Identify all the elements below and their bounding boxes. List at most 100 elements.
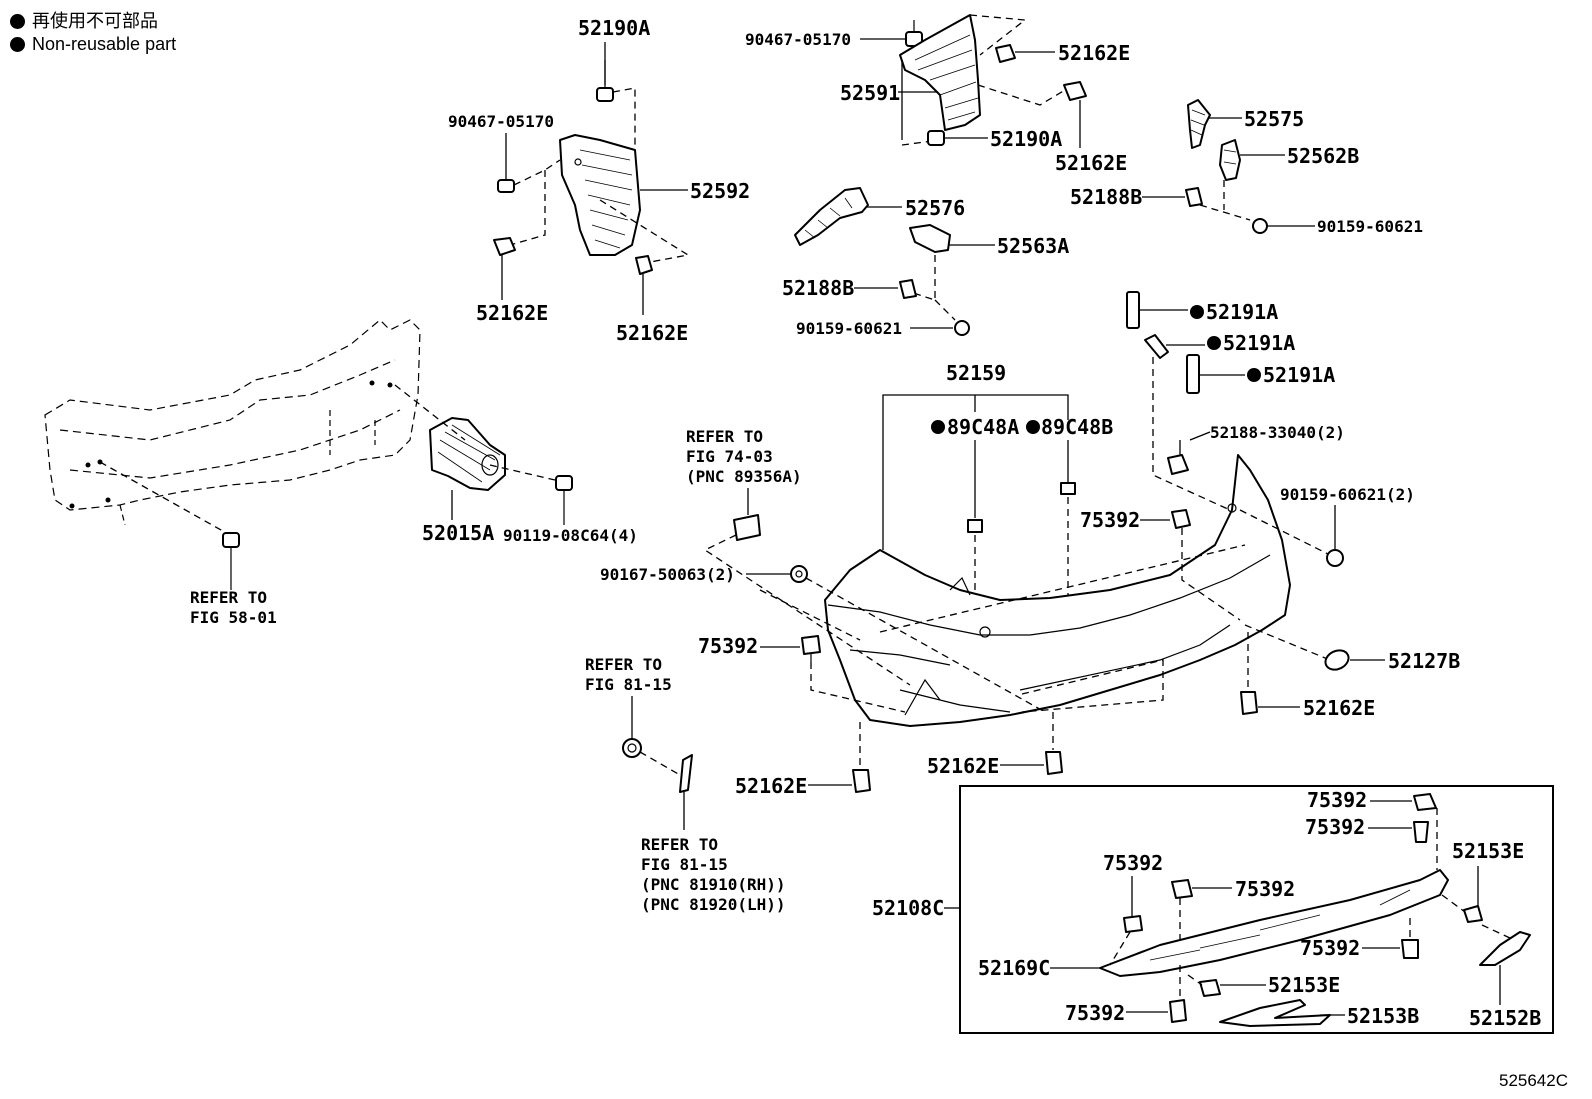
trim-52152B: [1479, 931, 1531, 966]
nut-90167: [790, 565, 808, 583]
clip-75392-c: [1413, 793, 1437, 811]
clip-75392-g: [1401, 939, 1419, 959]
part-52575: [1187, 99, 1211, 149]
leader-dash: [1239, 509, 1331, 556]
label-52191A-1: 52191A: [1206, 300, 1278, 324]
ref-81l-line2: FIG 81-15: [641, 855, 728, 874]
leader-dash: [513, 159, 561, 186]
clip-52162E-d: [852, 769, 871, 793]
reflector-socket: [622, 738, 642, 758]
clip-90467-left: [497, 179, 515, 193]
label-52188B-mid: 52188B: [782, 276, 854, 300]
label-52162E-b: 52162E: [616, 321, 688, 345]
leader-dash: [810, 662, 906, 713]
leader-dash: [509, 170, 546, 246]
leader-dash: [909, 255, 936, 301]
leader-dash: [1441, 894, 1466, 913]
leader-dash: [1187, 974, 1203, 986]
label-52575: 52575: [1244, 107, 1304, 131]
clip-52162E-a: [493, 237, 516, 256]
non-reusable-dot-icon: [1207, 336, 1221, 350]
label-52191A-2: 52191A: [1223, 331, 1295, 355]
label-52562B: 52562B: [1287, 144, 1359, 168]
clip-52153E-a: [1463, 905, 1483, 923]
bullet-dot-icon: [10, 14, 25, 29]
label-90167: 90167-50063(2): [600, 565, 735, 584]
clip-52162E-top: [995, 44, 1016, 63]
ref-81l-line3: (PNC 81910(RH)): [641, 875, 786, 894]
clip-75392-h: [1169, 999, 1187, 1023]
label-52576: 52576: [905, 196, 965, 220]
part-52591: [899, 14, 981, 131]
clip-52162E-b: [635, 255, 653, 275]
clip-52162E-f: [1240, 691, 1258, 715]
leader-dash: [1244, 624, 1331, 661]
sensor-89C48B: [1060, 482, 1076, 495]
label-75392-d: 75392: [1305, 815, 1365, 839]
label-75392-a: 75392: [698, 634, 758, 658]
label-75392-f: 75392: [1235, 877, 1295, 901]
leader-dash: [1109, 931, 1131, 966]
clip-52190A-right: [927, 130, 945, 146]
label-52152B: 52152B: [1469, 1006, 1541, 1030]
leader-dash: [934, 299, 956, 321]
clip-75392-f: [1171, 879, 1193, 899]
label-90159-mid: 90159-60621: [796, 319, 902, 338]
label-52162E-top: 52162E: [1058, 41, 1130, 65]
label-90159-2: 90159-60621(2): [1280, 485, 1415, 504]
leader-line: [1189, 431, 1211, 441]
label-52159: 52159: [946, 361, 1006, 385]
leader-dash: [1199, 204, 1251, 221]
part-52592: [559, 134, 641, 256]
label-75392-h: 75392: [1065, 1001, 1125, 1025]
part-52159-bumper-cover: [824, 454, 1291, 727]
label-52153E-a: 52153E: [1452, 839, 1524, 863]
leader-dash: [599, 199, 690, 264]
non-reusable-dot-icon: [1026, 420, 1040, 434]
leader-dash: [639, 751, 681, 776]
leader-dash: [977, 84, 1066, 106]
leader-dash: [394, 384, 466, 441]
leader-dash: [901, 139, 941, 146]
ref-74-line1: REFER TO: [686, 427, 763, 446]
non-reusable-dot-icon: [1247, 368, 1261, 382]
label-52153E-b: 52153E: [1268, 973, 1340, 997]
clip-75392-a: [801, 635, 821, 662]
label-52190A-top: 52190A: [578, 16, 650, 40]
label-75392-b: 75392: [1080, 508, 1140, 532]
part-52015A: [429, 417, 506, 491]
part-52169C-diffuser: [1099, 869, 1449, 977]
ref-81u-line2: FIG 81-15: [585, 675, 672, 694]
label-52190A-right: 52190A: [990, 127, 1062, 151]
label-75392-e: 75392: [1103, 851, 1163, 875]
bolt-90159-mid: [954, 320, 970, 336]
leader-dash: [879, 544, 1246, 633]
label-52162E-c: 52162E: [1055, 151, 1127, 175]
label-52591: 52591: [840, 81, 900, 105]
leader-dash: [99, 461, 231, 536]
clip-52188B-right: [1185, 187, 1203, 207]
bolt-90159-2: [1326, 549, 1344, 567]
label-52162E-d: 52162E: [735, 774, 807, 798]
ref-81l-line1: REFER TO: [641, 835, 718, 854]
leader-dash: [612, 87, 636, 150]
clip-75392-e: [1123, 915, 1143, 933]
non-reusable-dot-icon: [931, 420, 945, 434]
pad-52191A-1: [1126, 291, 1140, 329]
leader-dash: [1181, 528, 1241, 621]
label-52108C: 52108C: [872, 896, 944, 920]
label-52162E-e: 52162E: [927, 754, 999, 778]
cap-52127B: [1324, 649, 1350, 671]
clip-52162E-e: [1045, 751, 1063, 775]
clip-52153E-b: [1199, 979, 1221, 997]
label-90159-right: 90159-60621: [1317, 217, 1423, 236]
clip-75392-d: [1413, 821, 1429, 843]
ref-81u-line1: REFER TO: [585, 655, 662, 674]
label-52592: 52592: [690, 179, 750, 203]
ref-74-line3: (PNC 89356A): [686, 467, 802, 486]
clip-75392-b: [1171, 509, 1191, 529]
part-52562B: [1219, 139, 1241, 181]
part-52563A: [909, 224, 951, 253]
non-reusable-dot-icon: [1190, 305, 1204, 319]
label-90119: 90119-08C64(4): [503, 526, 638, 545]
